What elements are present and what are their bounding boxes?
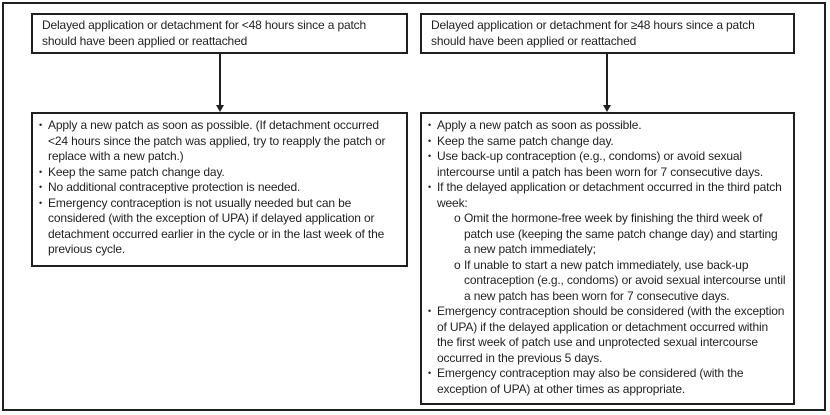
arrow-line	[219, 54, 221, 105]
actions-box-right: • Apply a new patch as soon as possible.…	[420, 112, 795, 405]
action-text: Emergency contraception is not usually n…	[48, 195, 385, 257]
action-item: • If the delayed application or detachme…	[428, 180, 787, 211]
action-item: • Apply a new patch as soon as possible.…	[39, 118, 400, 165]
action-item: • Keep the same patch change day.	[428, 134, 787, 150]
action-text: If unable to start a new patch immediate…	[464, 257, 786, 303]
arrow-head-icon	[216, 105, 224, 112]
down-arrow-left-icon	[216, 54, 224, 112]
action-text: Emergency contraception may also be cons…	[437, 366, 744, 396]
bullet-icon: •	[39, 166, 43, 177]
bullet-icon: •	[39, 182, 43, 192]
condition-text-left: Delayed application or detachment for <4…	[42, 18, 367, 48]
action-item: • No additional contraceptive protection…	[39, 180, 400, 196]
action-item: o If unable to start a new patch immedia…	[428, 258, 787, 305]
action-item: • Emergency contraception may also be co…	[428, 366, 787, 397]
action-text: Omit the hormone-free week by finishing …	[464, 211, 778, 256]
condition-box-right: Delayed application or detachment for ≥4…	[420, 13, 795, 54]
bullet-icon: •	[428, 120, 432, 130]
bullet-icon: •	[428, 306, 432, 316]
sub-bullet-icon: o	[454, 211, 461, 225]
arrow-line	[606, 54, 608, 105]
action-text: If the delayed application or detachment…	[437, 180, 782, 210]
action-item: • Emergency contraception is not usually…	[39, 196, 400, 258]
outer-border	[2, 2, 826, 411]
action-text: Keep the same patch change day.	[48, 164, 225, 179]
action-item: • Apply a new patch as soon as possible.	[428, 118, 787, 134]
action-item: • Emergency contraception should be cons…	[428, 304, 787, 366]
action-text: Keep the same patch change day.	[437, 133, 614, 148]
action-item: • Keep the same patch change day.	[39, 165, 400, 181]
action-text: Apply a new patch as soon as possible.	[437, 118, 642, 132]
arrow-head-icon	[603, 105, 611, 112]
condition-text-right: Delayed application or detachment for ≥4…	[431, 18, 755, 48]
action-item: • Use back-up contraception (e.g., condo…	[428, 149, 787, 180]
actions-list-right: • Apply a new patch as soon as possible.…	[428, 118, 787, 397]
action-item: o Omit the hormone-free week by finishin…	[428, 211, 787, 258]
bullet-icon: •	[428, 151, 432, 161]
bullet-icon: •	[428, 182, 432, 192]
actions-box-left: • Apply a new patch as soon as possible.…	[31, 112, 408, 267]
bullet-icon: •	[39, 197, 43, 208]
bullet-icon: •	[39, 120, 43, 130]
bullet-icon: •	[428, 368, 432, 378]
down-arrow-right-icon	[603, 54, 611, 112]
action-text: Use back-up contraception (e.g., condoms…	[437, 149, 764, 179]
condition-box-left: Delayed application or detachment for <4…	[31, 13, 408, 54]
actions-list-left: • Apply a new patch as soon as possible.…	[39, 118, 400, 258]
action-text: No additional contraceptive protection i…	[48, 180, 301, 194]
sub-bullet-icon: o	[454, 257, 461, 272]
action-text: Emergency contraception should be consid…	[437, 304, 785, 365]
action-text: Apply a new patch as soon as possible. (…	[48, 118, 386, 163]
bullet-icon: •	[428, 135, 432, 146]
